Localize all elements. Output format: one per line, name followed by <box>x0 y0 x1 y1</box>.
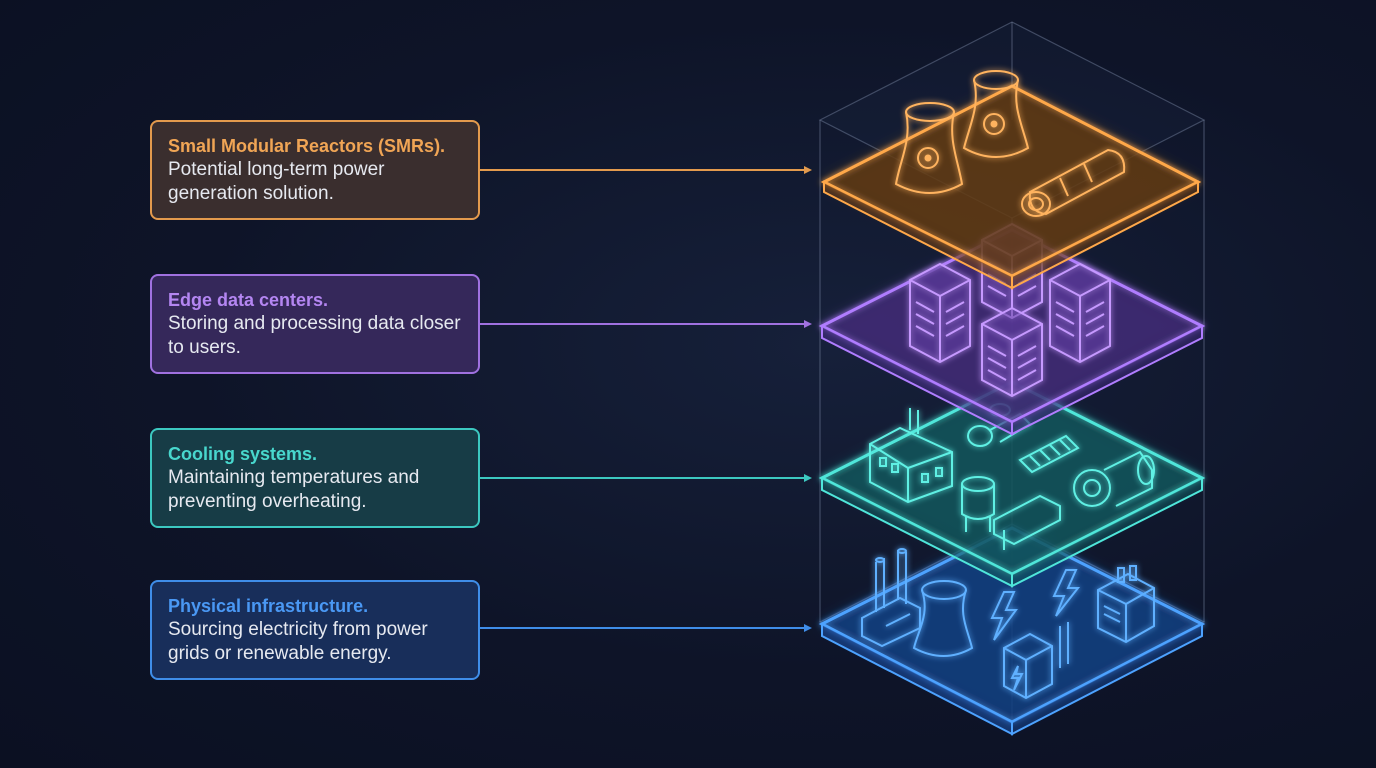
layer-description-smr: Potential long-term power generation sol… <box>168 159 385 204</box>
server-rack-icon <box>909 262 971 364</box>
layer-title-physical: Physical infrastructure. <box>168 596 369 616</box>
server-rack-icon <box>1049 262 1111 364</box>
layer-description-edge: Storing and processing data closer to us… <box>168 313 461 358</box>
layer-plate-physical <box>818 526 1206 736</box>
coil-icon <box>1018 434 1080 474</box>
server-rack-icon <box>981 306 1043 398</box>
cooling-tower-radiation-icon <box>962 70 1030 158</box>
layer-card-physical: Physical infrastructure. Sourcing electr… <box>150 580 480 680</box>
factory-icon <box>869 408 953 504</box>
layer-card-cooling: Cooling systems. Maintaining temperature… <box>150 428 480 528</box>
arrowhead-cooling <box>804 474 812 482</box>
layer-title-edge: Edge data centers. <box>168 290 329 310</box>
layer-card-smr: Small Modular Reactors (SMRs). Potential… <box>150 120 480 220</box>
layer-title-cooling: Cooling systems. <box>168 444 318 464</box>
layer-description-physical: Sourcing electricity from power grids or… <box>168 619 428 664</box>
arrowhead-smr <box>804 166 812 174</box>
layer-description-cooling: Maintaining temperatures and preventing … <box>168 467 420 512</box>
battery-icon <box>1003 622 1069 700</box>
arrowhead-edge <box>804 320 812 328</box>
arrowhead-physical <box>804 624 812 632</box>
tank-icon <box>961 476 995 532</box>
cooling-tower-radiation-icon <box>894 102 964 194</box>
lightning-icon <box>990 591 1018 641</box>
transformer-icon <box>1097 565 1155 644</box>
connector-arrows <box>480 166 812 632</box>
layer-card-edge: Edge data centers. Storing and processin… <box>150 274 480 374</box>
lightning-icon <box>1052 569 1081 617</box>
cooling-tower-icon <box>912 580 974 657</box>
layer-title-smr: Small Modular Reactors (SMRs). <box>168 136 446 156</box>
layer-plate-smr <box>820 84 1202 290</box>
reactor-module-icon <box>1021 148 1126 217</box>
motor-gear-icon <box>1073 450 1155 507</box>
